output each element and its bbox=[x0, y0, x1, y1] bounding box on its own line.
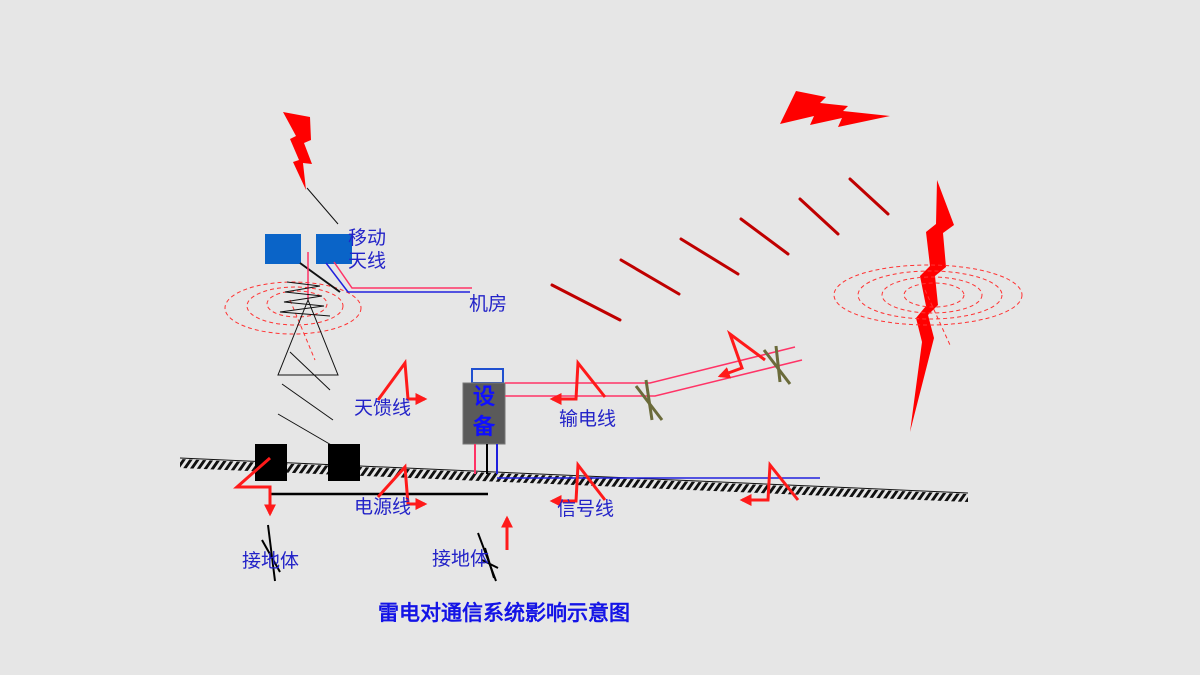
ground-electrode-right bbox=[477, 532, 499, 582]
device-box bbox=[462, 382, 506, 445]
surge-arrow-power bbox=[376, 463, 428, 510]
strike-path-line bbox=[306, 187, 339, 225]
tower-footing-right bbox=[328, 444, 360, 481]
insulators bbox=[634, 345, 792, 421]
device-label-char-1: 设 bbox=[472, 385, 495, 410]
device-top-connector bbox=[471, 368, 504, 384]
device-label: 设 备 bbox=[463, 383, 505, 443]
surge-arrow-transmission bbox=[549, 358, 607, 405]
label-ground-body-left: 接地体 bbox=[242, 550, 300, 572]
tower-footing-left bbox=[255, 444, 287, 481]
label-signal-line: 信号线 bbox=[557, 498, 615, 520]
surge-arrows bbox=[233, 329, 800, 550]
label-mobile-antenna-1: 移动 bbox=[348, 227, 387, 249]
mobile-antenna-panel-right bbox=[316, 234, 352, 264]
diagram-caption: 雷电对通信系统影响示意图 bbox=[378, 601, 630, 625]
mobile-antenna-panel-left bbox=[265, 234, 301, 264]
em-field-rings-left bbox=[224, 281, 362, 361]
device-bottom-wires bbox=[474, 444, 498, 474]
label-mobile-antenna-2: 天线 bbox=[348, 250, 387, 272]
label-power-line: 电源线 bbox=[354, 496, 412, 518]
surge-arrow-signal bbox=[549, 460, 607, 507]
surge-arrow-signal-far bbox=[739, 461, 800, 506]
feeder-lines bbox=[325, 261, 472, 293]
lightning-bolt-top-right-icon bbox=[780, 91, 890, 127]
label-ground-body-right: 接地体 bbox=[432, 548, 490, 570]
surge-arrow-feeder bbox=[376, 358, 428, 405]
label-antenna-feeder: 天馈线 bbox=[354, 397, 412, 419]
surge-arrow-transmission-far bbox=[717, 329, 766, 379]
surge-arrow-ground-left bbox=[233, 456, 276, 517]
ground-electrode-left bbox=[261, 524, 281, 582]
induced-surge-lines bbox=[550, 177, 890, 322]
ground-surface bbox=[180, 459, 968, 502]
label-machine-room: 机房 bbox=[469, 293, 508, 315]
lightning-bolt-left-icon bbox=[283, 112, 312, 190]
antenna-tower bbox=[265, 234, 352, 447]
em-field-rings-right bbox=[833, 264, 1023, 346]
label-transmission-line: 输电线 bbox=[559, 408, 617, 430]
device-label-char-2: 备 bbox=[472, 415, 495, 440]
